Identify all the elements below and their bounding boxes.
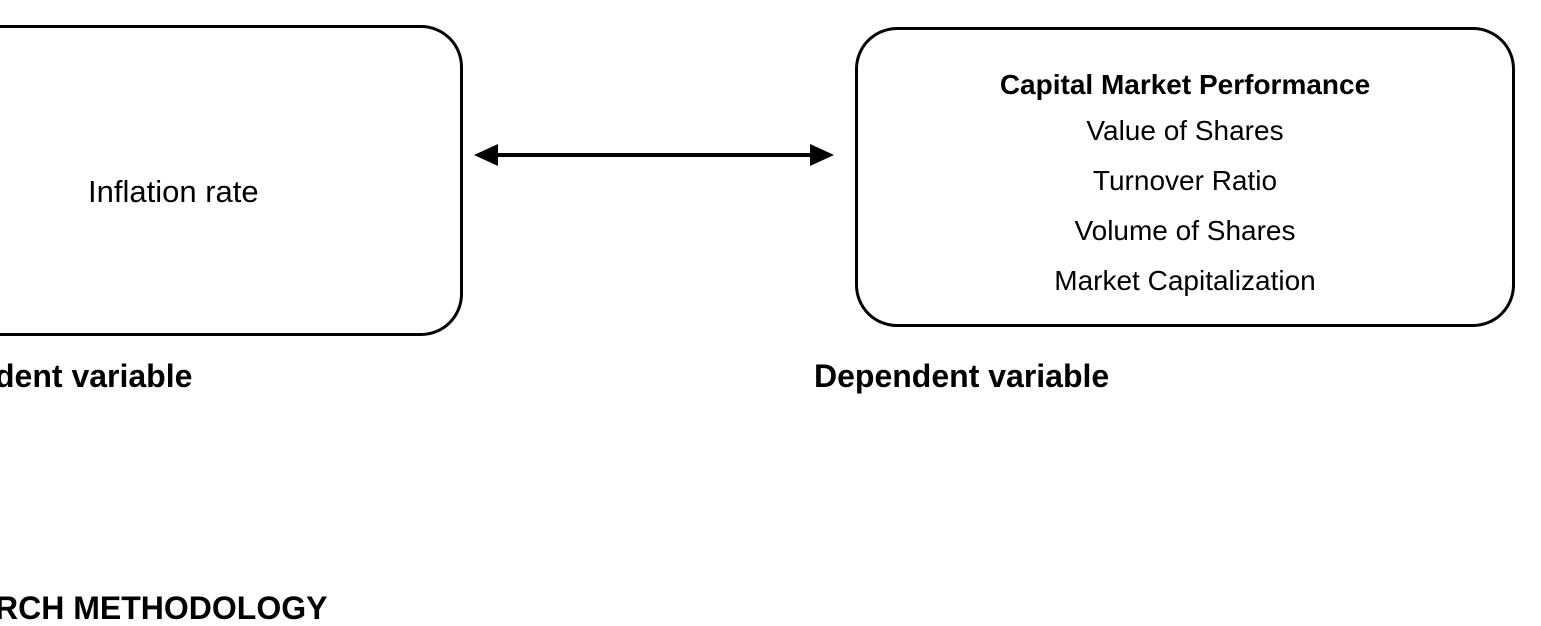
dependent-item-turnover-ratio: Turnover Ratio (1092, 165, 1278, 196)
section-heading: RCH METHODOLOGY (0, 590, 328, 626)
dependent-variable-caption: Dependent variable (814, 358, 1110, 394)
arrow-head-right (810, 144, 834, 166)
dependent-variable-list: Capital Market Performance Value of Shar… (858, 68, 1512, 306)
independent-variable-box: Inflation rate (0, 25, 463, 336)
dependent-item-value-of-shares: Value of Shares (1086, 115, 1284, 146)
dependent-item-volume-of-shares: Volume of Shares (1074, 215, 1296, 246)
dependent-item-market-capitalization: Market Capitalization (1054, 265, 1316, 296)
arrow-head-left (474, 144, 498, 166)
independent-variable-caption: dent variable (0, 358, 193, 394)
dependent-variable-title: Capital Market Performance (999, 69, 1371, 100)
independent-variable-label: Inflation rate (88, 174, 259, 209)
dependent-variable-box: Capital Market Performance Value of Shar… (855, 27, 1515, 327)
bidirectional-arrow (474, 144, 834, 166)
